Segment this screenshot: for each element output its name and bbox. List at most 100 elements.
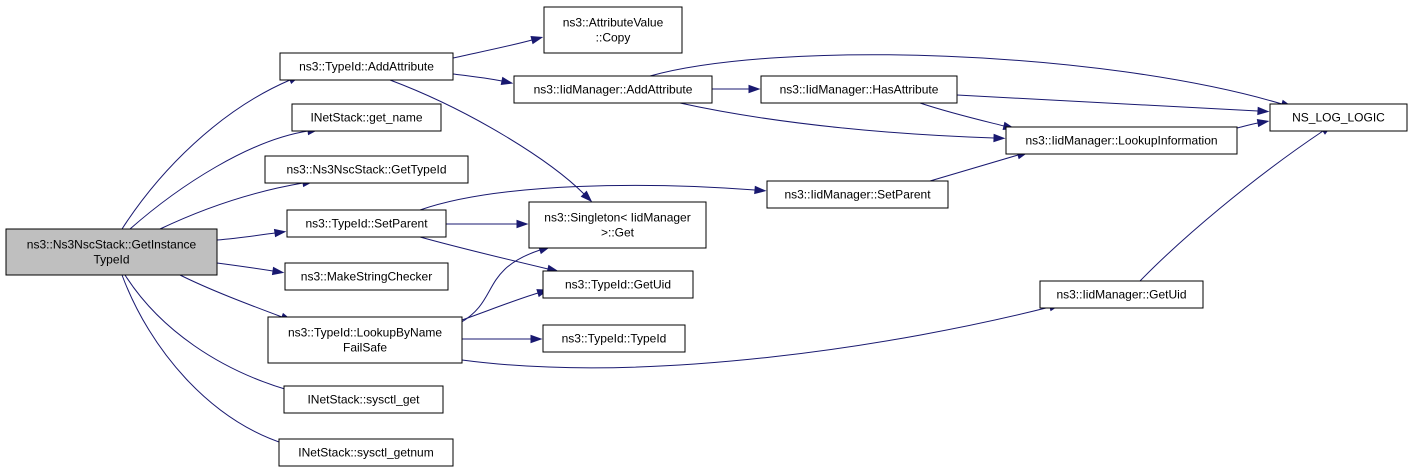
edge-line: [216, 262, 274, 272]
node-label: ::Copy: [596, 31, 631, 45]
function-node-sysgetnum[interactable]: INetStack::sysctl_getnum: [278, 438, 454, 467]
call-edge-iidadd-to-nslog: [649, 54, 1294, 108]
node-label: ns3::IidManager::LookupInformation: [1025, 134, 1217, 148]
arrowhead-icon: [993, 133, 1006, 143]
edge-line: [452, 39, 533, 59]
arrowhead-icon: [1256, 118, 1270, 128]
call-edge-iidadd-to-lookupinfo: [679, 102, 1006, 143]
node-box: [542, 324, 686, 353]
function-node-iidsetparent[interactable]: ns3::IidManager::SetParent: [766, 180, 949, 209]
node-box: [279, 52, 454, 81]
node-label: TypeId: [93, 253, 129, 267]
edge-line: [919, 102, 1005, 127]
call-edge-hasattr-to-lookupinfo: [919, 102, 1016, 130]
arrowhead-icon: [500, 76, 514, 85]
node-box: [1039, 280, 1204, 309]
arrowhead-icon: [530, 334, 543, 344]
call-edge-root-to-addattr: [121, 75, 301, 230]
call-edge-root-to-makestr: [216, 262, 285, 276]
function-node-attrcopy[interactable]: ns3::AttributeValue::Copy: [543, 6, 683, 54]
arrowhead-icon: [580, 190, 593, 203]
edge-line: [929, 154, 1019, 182]
function-node-gettypeid[interactable]: ns3::Ns3NscStack::GetTypeId: [264, 155, 469, 184]
function-node-lookupinfo[interactable]: ns3::IidManager::LookupInformation: [1005, 126, 1238, 155]
node-label: ns3::Ns3NscStack::GetTypeId: [286, 163, 446, 177]
edge-line: [124, 274, 289, 391]
arrowhead-icon: [273, 228, 287, 238]
node-box: [278, 438, 454, 467]
arrowhead-icon: [754, 185, 767, 195]
function-node-ttypeid[interactable]: ns3::TypeId::TypeId: [542, 324, 686, 353]
node-label: >::Get: [601, 226, 635, 240]
call-edge-iidsetparent-to-lookupinfo: [929, 151, 1030, 182]
edge-line: [452, 73, 503, 82]
edge-line: [1236, 122, 1259, 129]
node-box: [513, 75, 713, 104]
node-label: ns3::TypeId::GetUid: [565, 278, 671, 292]
node-box: [286, 209, 447, 238]
node-label: INetStack::get_name: [310, 111, 422, 125]
function-node-nslog[interactable]: NS_LOG_LOGIC: [1269, 103, 1408, 132]
call-edge-addattr-to-iidadd: [452, 73, 514, 85]
node-label: FailSafe: [343, 341, 387, 355]
call-edge-iidadd-to-hasattr: [712, 84, 761, 94]
function-node-tgetuid[interactable]: ns3::TypeId::GetUid: [542, 270, 694, 299]
call-edge-addattr-to-singleton: [389, 79, 593, 203]
function-node-sysget[interactable]: INetStack::sysctl_get: [283, 385, 444, 414]
node-label: ns3::TypeId::AddAttribute: [299, 60, 434, 74]
edge-line: [179, 274, 283, 318]
edge-line: [459, 249, 541, 324]
node-box: [543, 6, 683, 54]
edge-line: [216, 232, 276, 241]
call-edge-lookup-to-ttypeid: [462, 334, 543, 344]
edge-line: [1139, 130, 1324, 282]
node-label: ns3::Singleton< IidManager: [544, 211, 690, 225]
arrowhead-icon: [516, 219, 529, 229]
function-node-iidadd[interactable]: ns3::IidManager::AddAttribute: [513, 75, 713, 104]
edge-line: [389, 79, 585, 195]
edge-line: [679, 102, 995, 139]
node-label: INetStack::sysctl_get: [307, 393, 420, 407]
node-box: [1269, 103, 1408, 132]
node-box: [283, 385, 444, 414]
function-node-addattr[interactable]: ns3::TypeId::AddAttribute: [279, 52, 454, 81]
function-node-iidgetuid[interactable]: ns3::IidManager::GetUid: [1039, 280, 1204, 309]
node-label: ns3::IidManager::HasAttribute: [780, 83, 939, 97]
function-node-hasattr[interactable]: ns3::IidManager::HasAttribute: [760, 75, 958, 104]
arrowhead-icon: [748, 84, 761, 94]
node-label: ns3::TypeId::SetParent: [305, 217, 428, 231]
arrowhead-icon: [271, 266, 285, 276]
function-node-setparent[interactable]: ns3::TypeId::SetParent: [286, 209, 447, 238]
node-box: [284, 262, 449, 291]
edge-line: [121, 274, 286, 445]
node-box: [267, 316, 463, 364]
call-edge-setparent-to-singleton: [446, 219, 529, 229]
edge-line: [956, 94, 1259, 112]
function-node-singleton[interactable]: ns3::Singleton< IidManager>::Get: [528, 201, 707, 249]
edge-line: [159, 182, 304, 230]
call-edge-setparent-to-iidsetparent: [419, 184, 767, 211]
call-edge-root-to-lookup: [179, 274, 293, 322]
call-edge-root-to-setparent: [216, 228, 287, 241]
call-edge-lookupinfo-to-nslog: [1236, 118, 1270, 129]
call-edge-hasattr-to-nslog: [956, 94, 1270, 116]
function-node-makestr[interactable]: ns3::MakeStringChecker: [284, 262, 449, 291]
node-box: [5, 228, 218, 276]
node-box: [264, 155, 469, 184]
node-label: ns3::MakeStringChecker: [301, 270, 432, 284]
node-label: ns3::TypeId::LookupByName: [288, 326, 442, 340]
function-nodes: ns3::Ns3NscStack::GetInstanceTypeIdns3::…: [5, 6, 1408, 467]
function-node-getname[interactable]: INetStack::get_name: [291, 103, 442, 132]
node-label: ns3::Ns3NscStack::GetInstance: [27, 238, 197, 252]
node-label: ns3::IidManager::SetParent: [784, 188, 931, 202]
edge-line: [419, 184, 756, 211]
node-label: ns3::AttributeValue: [563, 16, 664, 30]
edge-line: [121, 79, 291, 230]
edge-line: [649, 54, 1283, 105]
node-label: INetStack::sysctl_getnum: [298, 446, 433, 460]
node-box: [542, 270, 694, 299]
call-edge-lookup-to-tgetuid: [461, 289, 550, 321]
